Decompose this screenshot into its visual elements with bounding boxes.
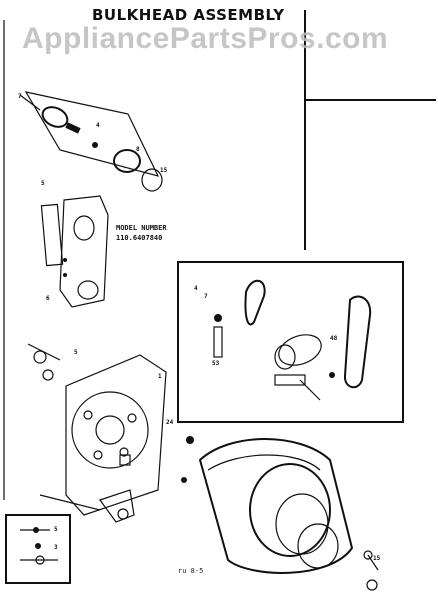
- rear-bulkhead: 5 1: [27, 343, 167, 516]
- svg-text:7: 7: [204, 293, 208, 300]
- svg-text:15: 15: [373, 555, 381, 562]
- svg-text:53: 53: [212, 360, 220, 367]
- svg-text:3: 3: [54, 544, 58, 551]
- idler-shaft-group: 7 4 8 15: [18, 91, 168, 192]
- model-number-label: MODEL NUMBER: [116, 224, 167, 232]
- svg-text:6: 6: [46, 295, 50, 302]
- svg-text:48: 48: [330, 335, 338, 342]
- drum-support-parts: [363, 550, 379, 591]
- watermark-text: AppliancePartsPros.com: [22, 22, 389, 55]
- svg-text:8: 8: [136, 146, 140, 153]
- front-panel-assembly: 5 6: [40, 180, 109, 308]
- model-number-value: 110.6407840: [116, 234, 163, 242]
- svg-text:1: 1: [158, 373, 162, 380]
- svg-text:15: 15: [160, 167, 168, 174]
- motor-subassembly: 4 7 48 53: [194, 279, 372, 401]
- svg-text:5: 5: [74, 349, 78, 356]
- svg-text:7: 7: [18, 93, 22, 100]
- svg-text:5: 5: [41, 180, 45, 187]
- svg-text:5: 5: [54, 526, 58, 533]
- svg-text:24: 24: [166, 419, 174, 426]
- model-number-block: MODEL NUMBER 110.6407840: [116, 223, 167, 243]
- svg-text:4: 4: [96, 122, 100, 129]
- page-footer: ru 8-5: [178, 567, 204, 575]
- inset-parts-box: [5, 514, 71, 584]
- inset-parts: 5 3: [20, 526, 58, 565]
- svg-text:4: 4: [194, 285, 198, 292]
- blower-parts: [39, 489, 135, 523]
- motor-subassembly-frame: [177, 261, 404, 423]
- page-title: BULKHEAD ASSEMBLY: [92, 6, 285, 24]
- drum-assembly: 24 15: [166, 419, 381, 574]
